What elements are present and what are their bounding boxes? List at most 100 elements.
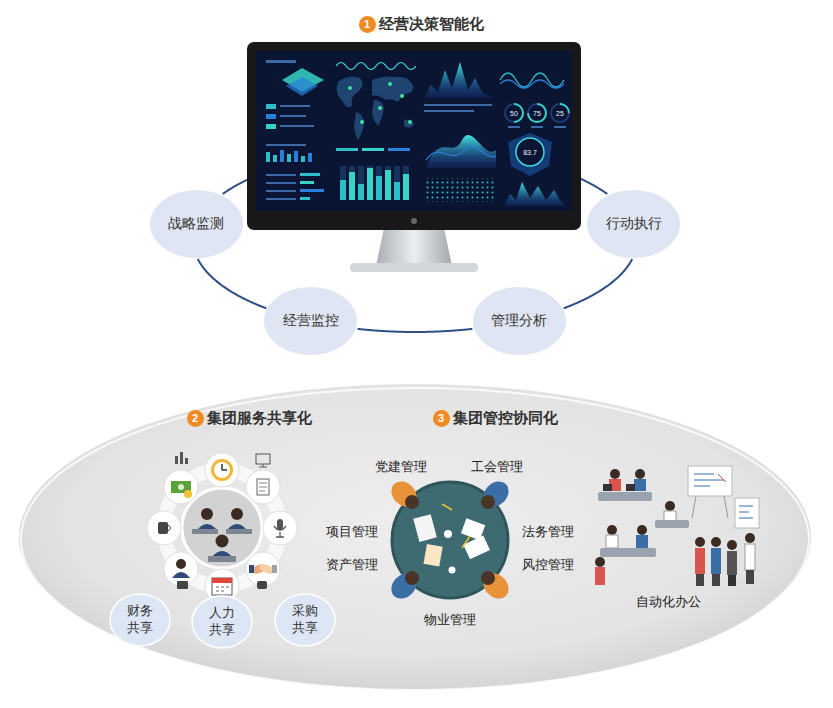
office-illustration-part xyxy=(695,548,705,574)
dashboard-screen-part xyxy=(308,153,312,162)
office-illustration-part xyxy=(735,498,759,528)
dashboard-screen-part xyxy=(385,166,391,200)
dashboard-screen-part xyxy=(336,148,358,151)
node-text-wrap: 经营监控 xyxy=(283,312,339,330)
section-heading-box: 集团管控协同化 xyxy=(453,409,558,428)
shared-service-illustration-part xyxy=(216,587,229,591)
callout-number-box: 2 xyxy=(187,410,204,427)
office-illustration-part xyxy=(718,474,726,482)
gauge-value-box: 83.7 xyxy=(523,149,537,156)
node-text-wrap: 人力 共享 xyxy=(207,605,237,639)
function-label: 资产管理 xyxy=(326,557,378,573)
function-label: 风控管理 xyxy=(522,557,574,573)
shared-service-illustration-part xyxy=(272,565,277,573)
dashboard-screen-part xyxy=(362,148,384,151)
cycle-node: 管理分析 xyxy=(472,286,567,356)
dashboard-screen-part xyxy=(280,150,284,162)
round-table-illustration xyxy=(386,476,513,603)
office-illustration-part xyxy=(636,535,648,548)
dashboard-screen-part xyxy=(388,82,392,86)
cycle-connector xyxy=(198,259,267,308)
office-illustration-part xyxy=(655,520,689,528)
function-label: 项目管理 xyxy=(326,524,378,540)
dashboard-screen-part xyxy=(508,133,552,176)
shared-service-illustration-part xyxy=(212,578,232,583)
section-heading-box: 经营决策智能化 xyxy=(379,15,484,34)
dashboard-screen-part xyxy=(403,174,409,200)
shared-service-illustration-part xyxy=(164,552,198,586)
monitor-illustration-part xyxy=(350,263,478,272)
shared-service-illustration-part xyxy=(211,459,233,481)
office-illustration xyxy=(595,466,759,586)
dashboard-screen-part xyxy=(376,166,382,200)
office-illustration-part xyxy=(727,551,737,575)
dashboard-screen-part xyxy=(266,174,296,176)
shared-service-illustration-part xyxy=(177,581,188,589)
function-label-box: 风控管理 xyxy=(522,557,574,573)
round-table-illustration-part xyxy=(449,567,456,574)
shared-service-illustration-part xyxy=(172,572,190,578)
node-ellipse xyxy=(264,287,357,355)
office-illustration-part xyxy=(739,506,753,518)
shared-service-illustration-part xyxy=(274,526,286,537)
dashboard-screen-part xyxy=(266,114,276,119)
gauge-value-box: 75 xyxy=(533,110,541,117)
shared-service-illustration-part xyxy=(168,525,171,531)
round-table-illustration-part xyxy=(405,495,419,509)
dashboard-screen-part xyxy=(266,60,296,63)
dashboard-screen-part xyxy=(266,104,276,109)
dashboard-screen-part xyxy=(301,156,305,162)
round-table-illustration-part xyxy=(392,482,508,598)
office-illustration-part xyxy=(665,501,675,511)
shared-service-illustration-part xyxy=(246,470,280,504)
office-illustration-part xyxy=(746,570,754,584)
round-table-illustration-part xyxy=(478,568,513,603)
dashboard-screen-part xyxy=(504,182,566,206)
dashboard-screen-part xyxy=(367,168,373,200)
dashboard-screen xyxy=(266,60,569,206)
office-illustration-part xyxy=(637,525,647,535)
dashboard-screen-part xyxy=(500,73,564,87)
node-text: 财务 共享 xyxy=(125,603,155,637)
gauge-value: 25 xyxy=(556,110,564,117)
dashboard-screen-part xyxy=(286,77,318,96)
callout-number-box: 3 xyxy=(433,410,450,427)
shared-service-illustration-part xyxy=(184,490,192,498)
office-illustration-part xyxy=(595,567,605,585)
round-table-illustration-part xyxy=(405,571,419,585)
dashboard-screen-part xyxy=(424,110,474,112)
dashboard-screen-part xyxy=(376,176,382,200)
node-text: 采购 共享 xyxy=(290,603,320,637)
dashboard-screen-part xyxy=(426,135,496,168)
function-label: 党建管理 xyxy=(375,459,427,475)
office-illustration-part xyxy=(692,496,728,518)
office-illustration-part xyxy=(695,537,705,547)
office-illustration-part xyxy=(727,540,737,550)
office-illustration-part xyxy=(595,557,605,567)
office-illustration-part xyxy=(610,469,620,479)
node-text: 行动执行 xyxy=(606,215,662,233)
dashboard-screen-part xyxy=(337,77,363,107)
dashboard-screen-part xyxy=(516,138,544,166)
shared-service-illustration-part xyxy=(176,559,186,569)
node-ellipse xyxy=(150,190,243,258)
dashboard-screen-part xyxy=(404,120,414,128)
office-illustration-part xyxy=(607,525,617,535)
office-illustration-part xyxy=(600,548,656,557)
platform-ellipse xyxy=(19,384,811,690)
shared-service-illustration-part xyxy=(246,552,280,586)
shared-service-illustration-part xyxy=(158,522,168,534)
node-text: 战略监测 xyxy=(168,215,224,233)
dashboard-screen-part xyxy=(266,182,296,184)
dashboard-screen-part xyxy=(394,182,400,200)
dashboard-screen-part xyxy=(349,166,355,200)
dashboard-screen-part xyxy=(349,172,355,200)
dashboard-screen-part xyxy=(528,104,546,122)
cycle-node: 行动执行 xyxy=(586,189,681,259)
shared-service-illustration-part xyxy=(201,508,213,520)
round-table-illustration-part xyxy=(386,568,421,603)
node-text-wrap: 采购 共享 xyxy=(290,603,320,637)
dashboard-screen-part xyxy=(372,100,384,126)
